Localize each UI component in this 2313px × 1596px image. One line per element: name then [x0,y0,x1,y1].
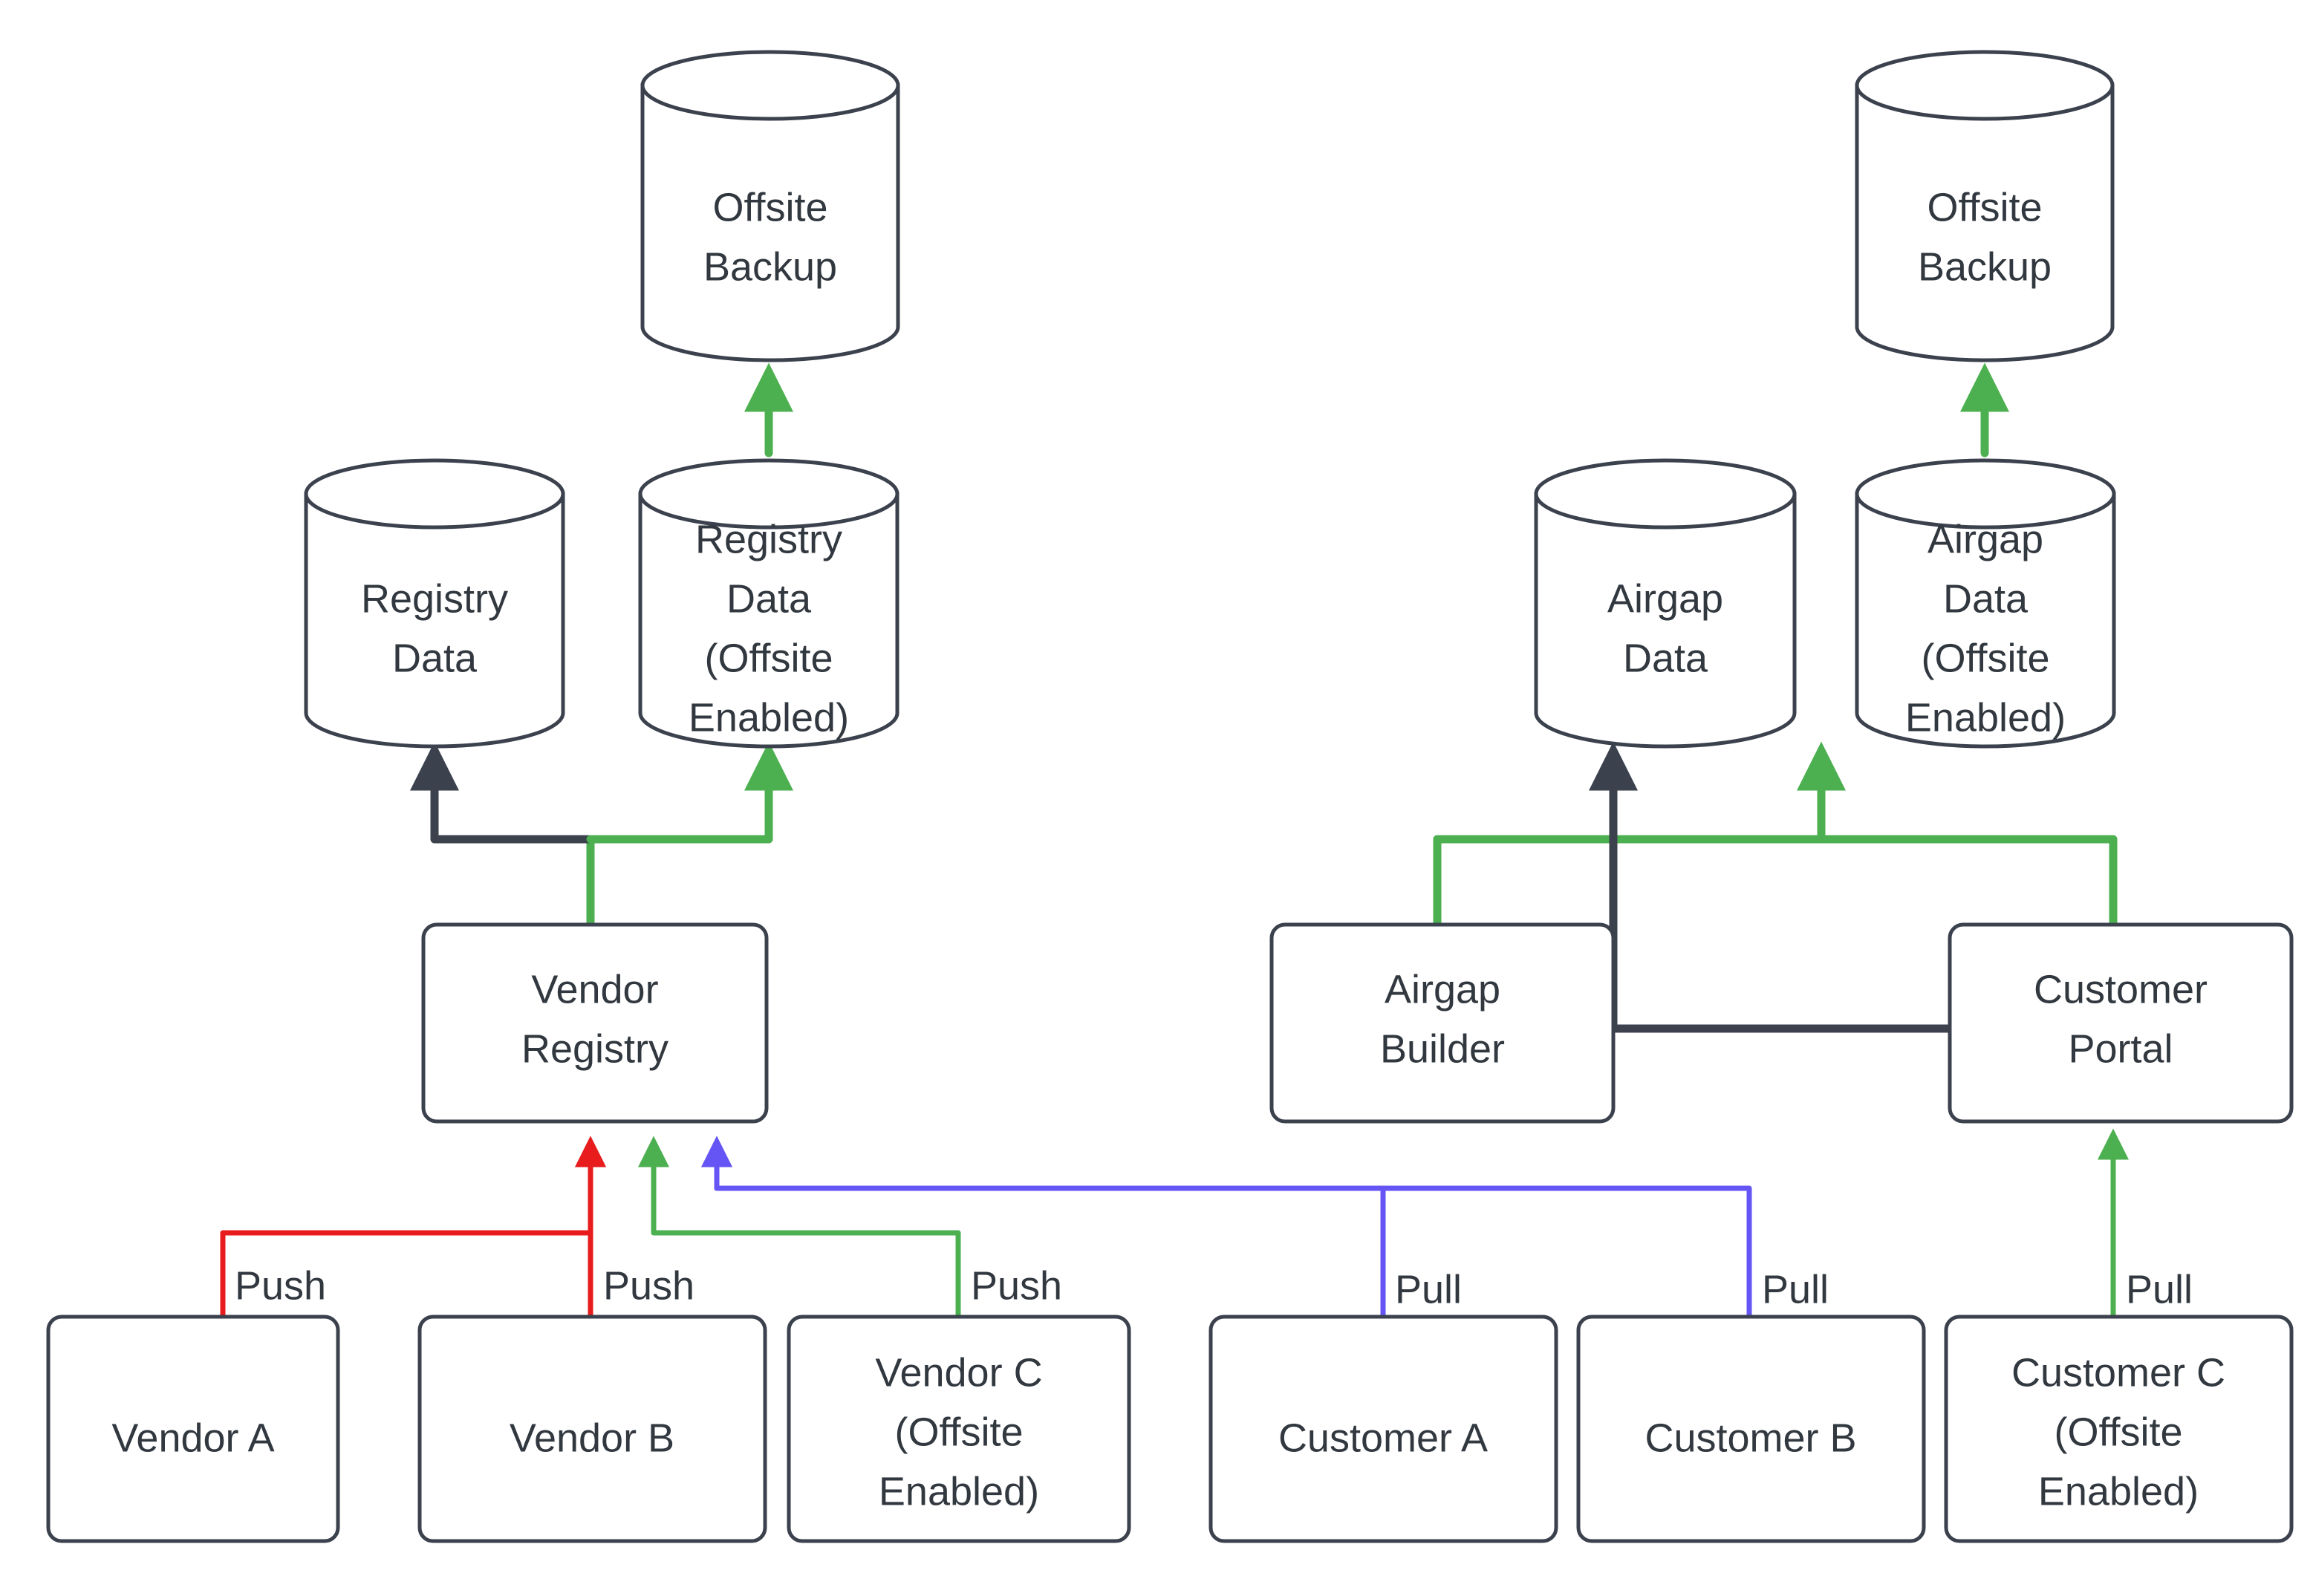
node-label: Customer [2034,967,2208,1012]
node-label: Backup [1918,244,2052,289]
node-label: Builder [1380,1026,1505,1071]
node-customer-c[interactable]: Customer C (Offsite Enabled) [1944,1315,2294,1543]
node-label: (Offsite [1921,636,2049,680]
node-vendor-c[interactable]: Vendor C (Offsite Enabled) [787,1315,1131,1543]
node-customer-portal[interactable]: Customer Portal [1948,922,2294,1124]
edge-vendor-registry-to-registry-data [410,741,595,844]
node-label: Data [726,576,812,621]
node-label: Airgap [1928,517,2043,561]
node-label: Registry [361,576,508,621]
node-label: Enabled) [1905,695,2066,740]
node-airgap-data-offsite[interactable]: Airgap Data (Offsite Enabled) [1855,458,2116,749]
edge-label-customer-b-pull: Pull [1762,1267,1829,1312]
edge-label-vendor-c-push: Push [971,1263,1062,1308]
node-vendor-registry[interactable]: Vendor Registry [421,922,769,1124]
node-label: Vendor A [111,1416,274,1460]
node-customer-b[interactable]: Customer B [1576,1315,1926,1543]
node-label: Backup [703,244,837,289]
edge-customer-b-pull [701,1136,1752,1320]
node-airgap-builder[interactable]: Airgap Builder [1269,922,1616,1124]
node-airgap-data[interactable]: Airgap Data [1534,458,1797,749]
node-label: Enabled) [2038,1469,2199,1514]
node-registry-data[interactable]: Registry Data [304,458,565,749]
node-label: Data [1943,576,2029,621]
node-label: Portal [2068,1026,2173,1071]
edge-green-bus-airgap [1433,835,2118,929]
node-label: Registry [695,517,842,561]
node-label: (Offsite [704,636,833,680]
edge-label-vendor-a-push: Push [235,1263,326,1308]
edge-vendor-registry-to-registry-data-offsite [586,741,793,844]
node-label: Vendor [531,967,658,1012]
node-label: (Offsite [894,1410,1023,1454]
node-offsite-backup-left[interactable]: Offsite Backup [640,50,900,362]
node-vendor-a[interactable]: Vendor A [46,1315,340,1543]
node-label: Data [1623,636,1708,680]
node-label: Vendor B [510,1416,674,1460]
node-registry-data-offsite[interactable]: Registry Data (Offsite Enabled) [638,458,900,749]
edge-label-customer-c-pull: Pull [2126,1267,2193,1312]
edge-vendor-c-push [638,1136,961,1320]
node-label: Registry [521,1026,668,1071]
node-label: Offsite [1927,185,2042,229]
node-label: Airgap [1607,576,1723,621]
node-vendor-b[interactable]: Vendor B [417,1315,767,1543]
node-customer-a[interactable]: Customer A [1208,1315,1558,1543]
node-label: Vendor C [875,1350,1042,1395]
node-label: Offsite [712,185,827,229]
node-label: Customer A [1278,1416,1488,1460]
node-label: Enabled) [879,1469,1039,1514]
node-label: (Offsite [2054,1410,2182,1454]
edge-label-vendor-b-push: Push [603,1263,694,1308]
node-label: Data [392,636,478,680]
edge-label-customer-a-pull: Pull [1395,1267,1462,1312]
node-label: Enabled) [689,695,849,740]
node-label: Customer C [2011,1350,2225,1395]
node-label: Airgap [1385,967,1500,1012]
node-label: Customer B [1645,1416,1856,1460]
node-offsite-backup-right[interactable]: Offsite Backup [1855,50,2115,362]
